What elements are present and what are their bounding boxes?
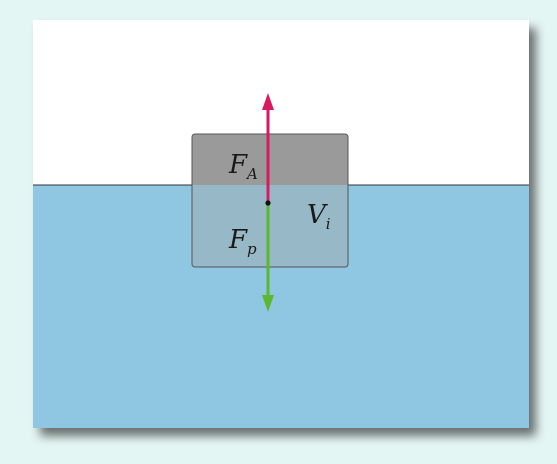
weight-force-arrow	[262, 203, 274, 312]
weight-force-label: Fp	[228, 225, 257, 258]
buoyant-force-arrow	[262, 93, 274, 203]
block-outline	[191, 133, 349, 268]
block-immersed	[192, 185, 348, 267]
immersed-volume-label: Vi	[307, 200, 331, 233]
block-above-water	[192, 134, 348, 185]
buoyant-force-label: FA	[228, 150, 258, 183]
center-point	[265, 200, 271, 206]
